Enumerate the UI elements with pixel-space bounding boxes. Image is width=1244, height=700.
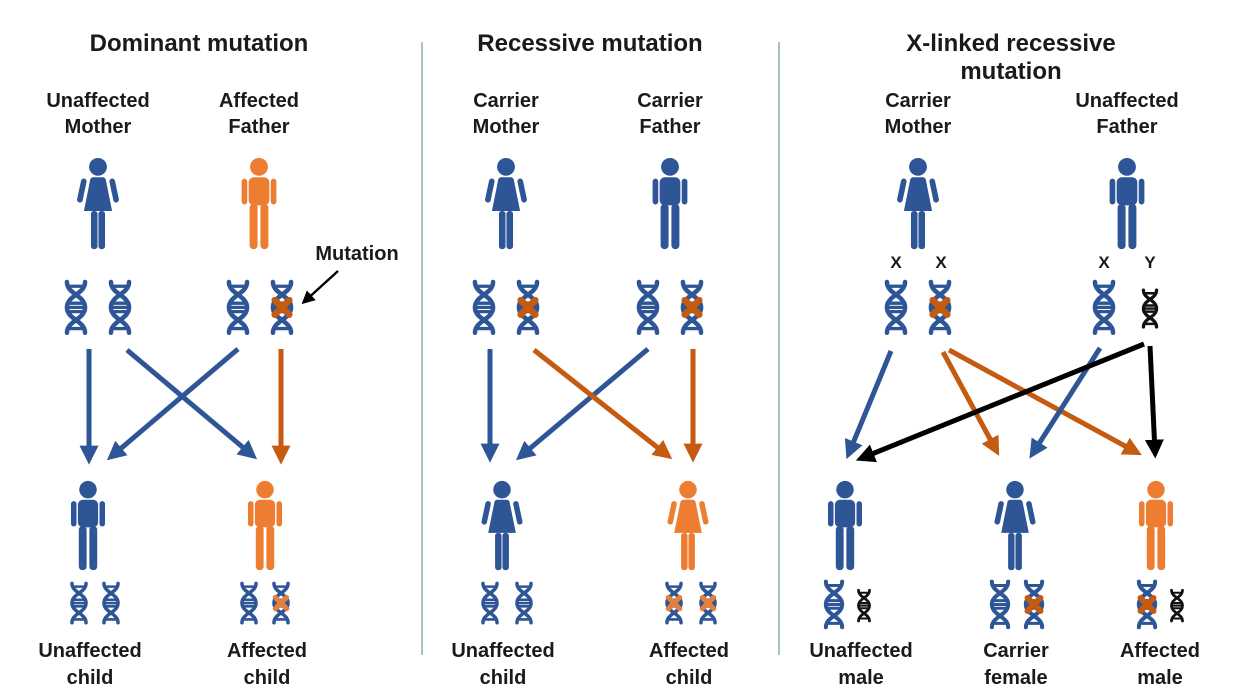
dna-icon-mutated bbox=[509, 279, 547, 337]
arrow-mutated-x-to-carrier-female bbox=[940, 350, 1000, 456]
child-label-unaffected: Unaffected child bbox=[38, 640, 142, 689]
chromosome-label-x: X bbox=[1098, 253, 1110, 272]
male-icon bbox=[62, 480, 114, 572]
arrow-father-allele-to-unaffected-child bbox=[106, 347, 240, 461]
dna-icon-mutated-x-chromosome bbox=[1017, 579, 1051, 631]
dna-icon-mutated bbox=[693, 581, 723, 626]
arrow-mother-x-to-unaffected-male bbox=[844, 350, 894, 460]
dna-icon-mutated bbox=[263, 279, 301, 337]
male-icon bbox=[1130, 480, 1182, 572]
dna-icon-y-chromosome bbox=[853, 588, 875, 624]
panel-title: Dominant mutation bbox=[89, 30, 309, 57]
dna-icon bbox=[465, 279, 503, 337]
child-label-affected-male: Affected male bbox=[1119, 640, 1201, 689]
dna-icon-mutated bbox=[659, 581, 689, 626]
female-icon bbox=[662, 480, 714, 572]
parent-label-carrier-mother: Carrier Mother bbox=[472, 90, 540, 138]
parent-label-unaffected-father: Unaffected Father bbox=[1075, 90, 1179, 138]
parent-label-affected-father: Affected Father bbox=[218, 90, 300, 138]
arrow-mutated-x-to-affected-male bbox=[947, 347, 1142, 456]
dna-icon-y-chromosome bbox=[1137, 288, 1164, 330]
arrow-mother-mutated-allele-to-affected-child bbox=[532, 348, 673, 460]
dna-icon-x-chromosome bbox=[817, 579, 851, 631]
mutation-callout-arrow bbox=[301, 270, 339, 305]
chromosome-label-y: Y bbox=[1144, 253, 1156, 272]
female-icon bbox=[476, 480, 528, 572]
dna-icon bbox=[475, 581, 505, 626]
chromosome-label-x: X bbox=[890, 253, 902, 272]
panel-divider bbox=[778, 42, 780, 655]
dna-icon bbox=[57, 279, 95, 337]
panel-divider bbox=[421, 42, 423, 655]
dna-icon bbox=[509, 581, 539, 626]
male-icon bbox=[819, 480, 871, 572]
dna-icon bbox=[96, 581, 126, 626]
dna-icon bbox=[64, 581, 94, 626]
female-icon bbox=[989, 480, 1041, 572]
child-label-carrier-female: Carrier female bbox=[983, 640, 1049, 689]
female-icon bbox=[480, 157, 532, 251]
parent-label-carrier-father: Carrier Father bbox=[637, 90, 703, 138]
female-icon bbox=[72, 157, 124, 251]
dna-icon bbox=[219, 279, 257, 337]
child-label-unaffected-male: Unaffected male bbox=[809, 640, 913, 689]
dna-icon-mutated bbox=[673, 279, 711, 337]
male-icon bbox=[233, 157, 285, 251]
arrow-father-allele-to-unaffected-child bbox=[515, 347, 650, 461]
parent-label-carrier-mother: Carrier Mother bbox=[884, 90, 952, 138]
dna-icon bbox=[101, 279, 139, 337]
dna-icon-mutated-x-chromosome bbox=[921, 279, 959, 337]
arrow-mother-allele-to-affected-child bbox=[125, 348, 258, 460]
dna-icon-x-chromosome bbox=[877, 279, 915, 337]
dna-icon bbox=[234, 581, 264, 626]
dna-icon-mutated bbox=[266, 581, 296, 626]
female-icon bbox=[892, 157, 944, 251]
male-icon bbox=[1101, 157, 1153, 251]
male-icon bbox=[644, 157, 696, 251]
arrow-father-y-to-affected-male bbox=[1144, 345, 1164, 459]
child-label-affected: Affected child bbox=[648, 640, 730, 689]
mutation-callout-label: Mutation bbox=[315, 243, 399, 265]
male-icon bbox=[239, 480, 291, 572]
child-label-affected: Affected child bbox=[226, 640, 308, 689]
dna-icon-mutated-x-chromosome bbox=[1130, 579, 1164, 631]
dna-icon-y-chromosome bbox=[1166, 588, 1188, 624]
parent-label-unaffected-mother: Unaffected Mother bbox=[46, 90, 150, 138]
arrow-father-y-to-unaffected-male bbox=[855, 341, 1145, 463]
chromosome-label-x: X bbox=[935, 253, 947, 272]
dna-icon bbox=[629, 279, 667, 337]
panel-title: X-linked recessive mutation bbox=[906, 30, 1116, 85]
child-label-unaffected: Unaffected child bbox=[451, 640, 555, 689]
dna-icon-x-chromosome bbox=[1085, 279, 1123, 337]
panel-title: Recessive mutation bbox=[477, 30, 703, 57]
dna-icon-x-chromosome bbox=[983, 579, 1017, 631]
